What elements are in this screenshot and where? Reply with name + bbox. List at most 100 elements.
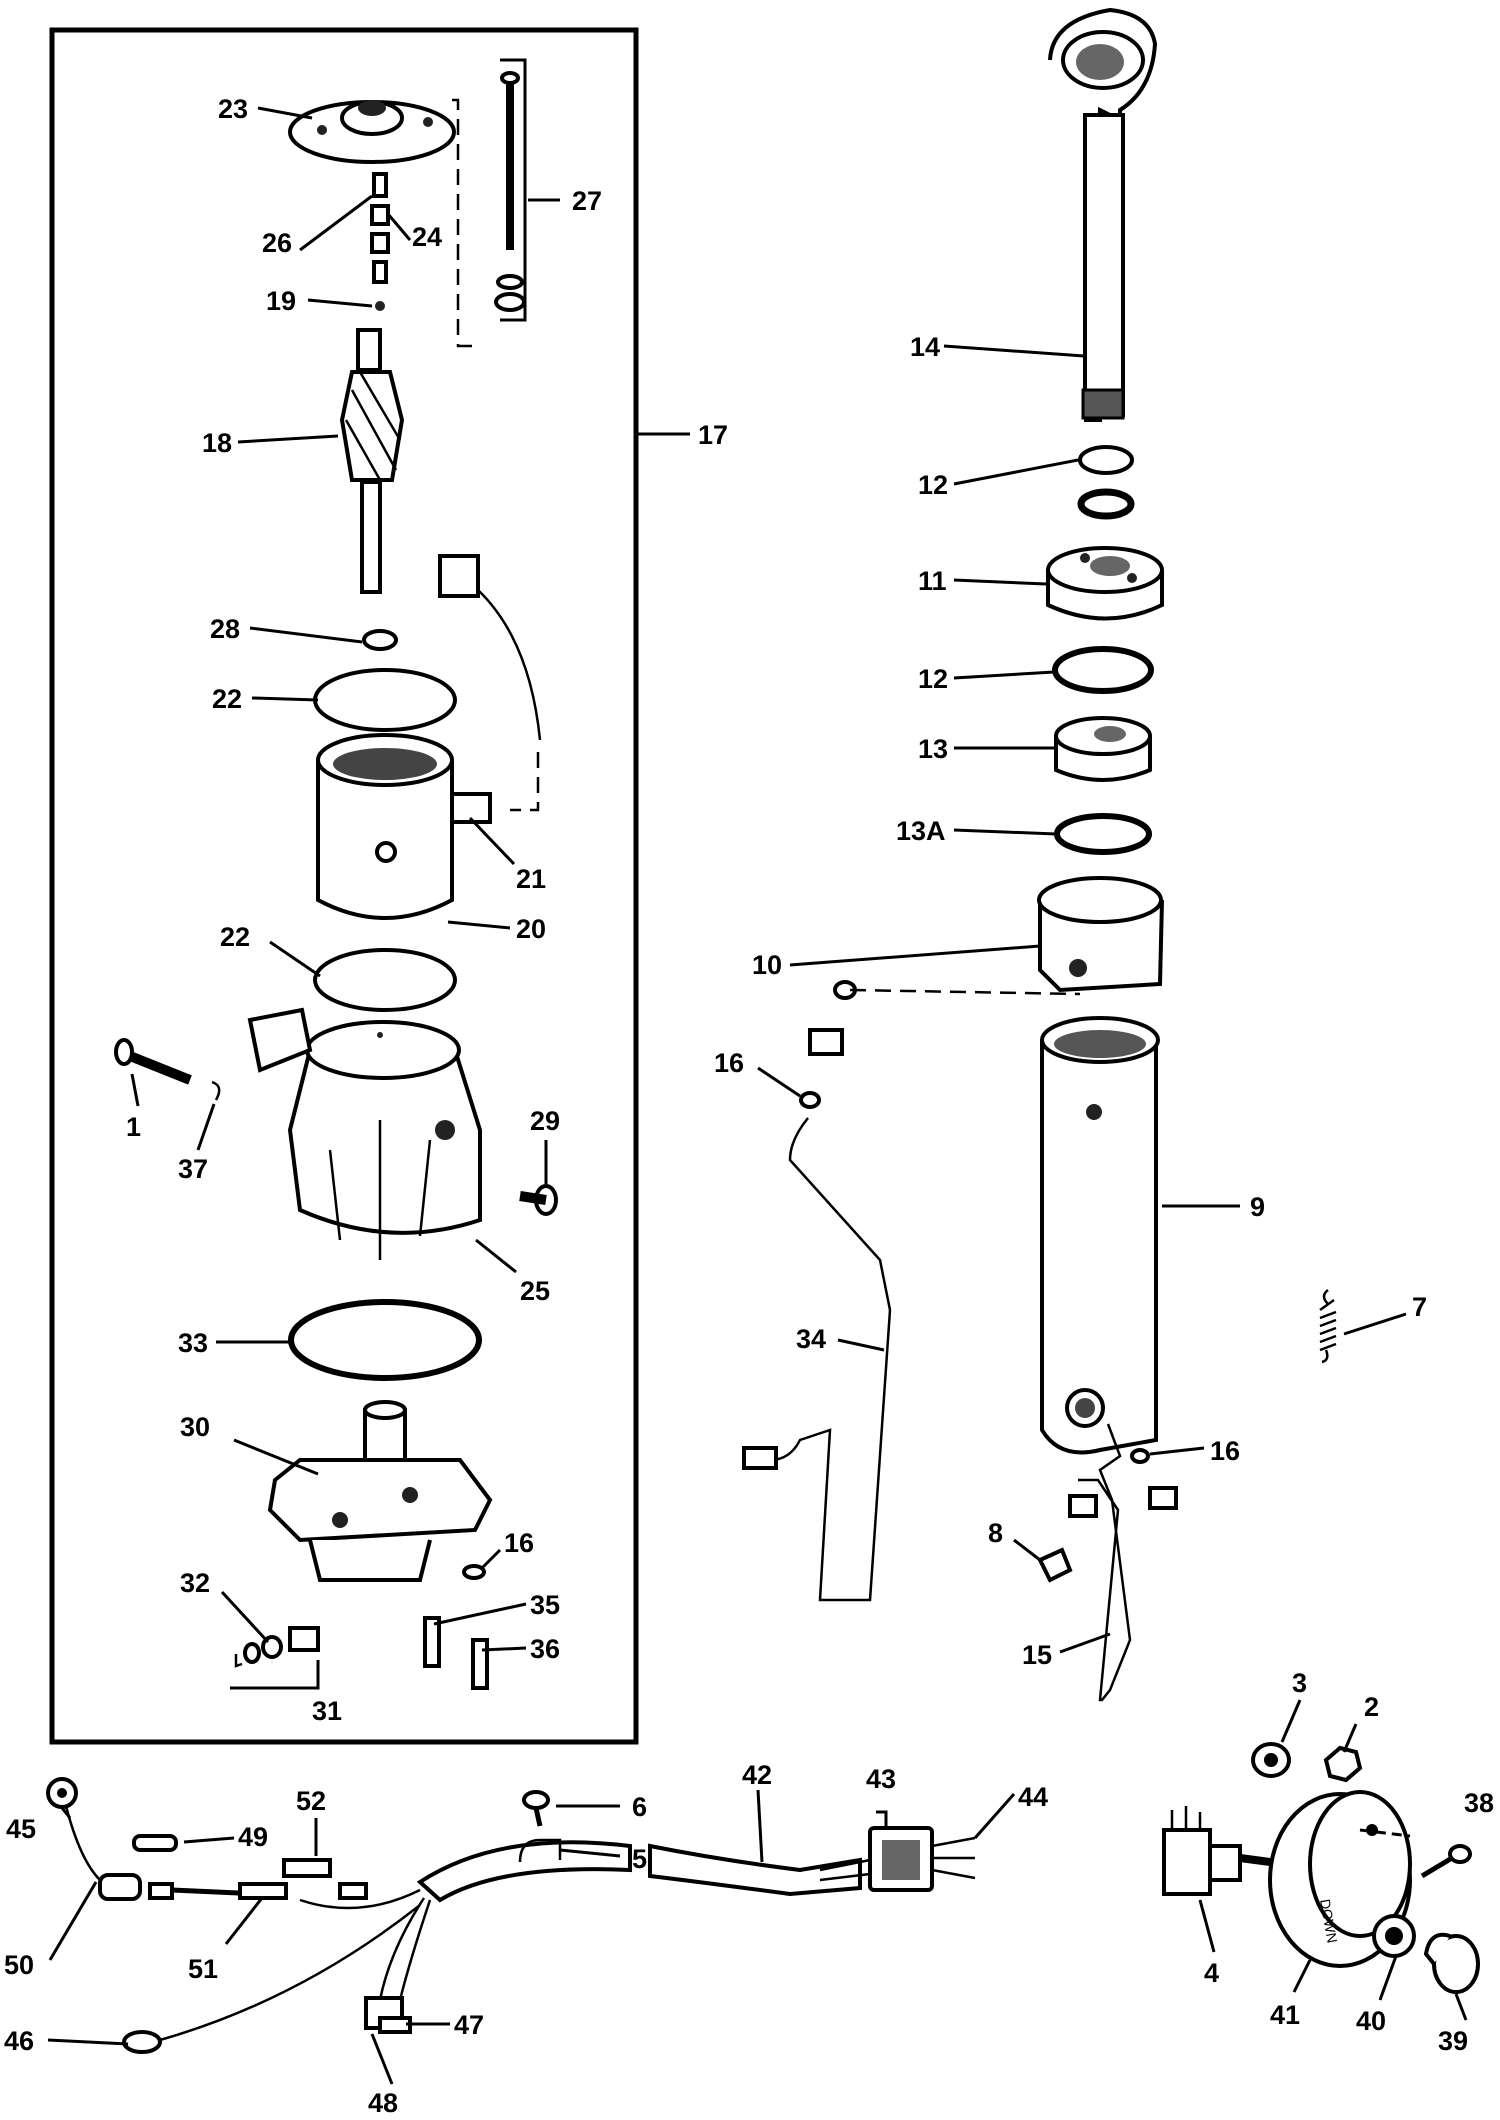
o-ring-upper-part	[313, 668, 457, 732]
screw-part	[519, 1184, 558, 1216]
callout-44: 44	[1018, 1782, 1048, 1812]
callout-39: 39	[1438, 2026, 1468, 2056]
callout-17: 17	[698, 420, 728, 450]
callout-49: 49	[238, 1822, 268, 1852]
sleeve-52-part	[282, 1858, 332, 1878]
o-ring-12-part	[1077, 488, 1135, 520]
callout-25: 25	[520, 1276, 550, 1306]
callout-15: 15	[1022, 1640, 1052, 1670]
field-housing-part	[247, 1007, 482, 1260]
fittings-10-part	[808, 980, 1081, 1056]
callout-2: 2	[1364, 1692, 1379, 1722]
washer-part	[362, 629, 398, 651]
callout-42: 42	[742, 1760, 772, 1790]
through-bolt-part	[452, 58, 527, 348]
callout-24: 24	[412, 222, 442, 252]
cable-42-part	[648, 1843, 862, 1897]
spring-part	[1319, 1289, 1337, 1364]
callout-40: 40	[1356, 2006, 1386, 2036]
switch-4-part	[1162, 1806, 1271, 1896]
callout-52: 52	[296, 1786, 326, 1816]
callout-27: 27	[572, 186, 602, 216]
callout-47: 47	[454, 2010, 484, 2040]
end-cap-part	[288, 100, 456, 164]
callout-13a: 13A	[896, 816, 946, 846]
hydraulic-line-15-part	[1078, 1423, 1132, 1702]
callout-46: 46	[4, 2026, 34, 2056]
callout-5: 5	[632, 1844, 647, 1874]
callout-4: 4	[1204, 1958, 1219, 1988]
callout-9: 9	[1250, 1192, 1265, 1222]
leader-lines	[47, 106, 1468, 2085]
callout-29: 29	[530, 1106, 560, 1136]
callout-11: 11	[918, 566, 947, 596]
o-ring-16a-part	[799, 1091, 821, 1109]
clamp-5-part	[518, 1838, 562, 1863]
plug-part	[1037, 1547, 1073, 1583]
o-ring-lower-part	[313, 948, 457, 1012]
ring-terminal-46-part	[122, 2030, 162, 2054]
valve-fitting-part	[230, 1626, 320, 1690]
callout-12b: 12	[918, 664, 948, 694]
callout-21: 21	[516, 864, 546, 894]
o-ring-12b-part	[1052, 646, 1154, 694]
callout-16a: 16	[714, 1048, 744, 1078]
piston-rod-part	[1048, 7, 1158, 422]
callout-35: 35	[530, 1590, 560, 1620]
gland-nut-part	[1046, 546, 1164, 621]
callout-23: 23	[218, 94, 248, 124]
callout-26: 26	[262, 228, 292, 258]
piston-part	[1054, 716, 1152, 782]
nut-2-part	[1323, 1745, 1363, 1783]
callout-38: 38	[1464, 1788, 1494, 1818]
callout-32: 32	[180, 1568, 210, 1598]
callout-48: 48	[368, 2088, 398, 2118]
callout-8: 8	[988, 1518, 1003, 1548]
line-fitting-34-part	[742, 1446, 778, 1470]
callout-13: 13	[918, 734, 948, 764]
callout-16b: 16	[1210, 1436, 1240, 1466]
lead-wire-part	[438, 554, 542, 812]
o-ring-13a-part	[1054, 813, 1152, 855]
callout-22a: 22	[212, 684, 242, 714]
callout-7: 7	[1412, 1292, 1427, 1322]
callout-18: 18	[202, 428, 232, 458]
callout-45: 45	[6, 1814, 36, 1844]
screw-38-part	[1420, 1844, 1472, 1879]
knob-39-part	[1423, 1932, 1480, 1994]
motor-assembly-frame	[49, 27, 639, 1745]
armature-part	[339, 328, 405, 594]
callout-6: 6	[632, 1792, 647, 1822]
screws-35-36-part	[423, 1616, 489, 1690]
cylinder-body-part	[1040, 1016, 1160, 1455]
fuse-holder-part	[98, 1873, 261, 1901]
callout-41: 41	[1270, 2000, 1300, 2030]
callout-34: 34	[796, 1324, 826, 1354]
callout-33: 33	[178, 1328, 208, 1358]
cylinder-head-part	[1037, 876, 1164, 993]
callout-30: 30	[180, 1412, 210, 1442]
callout-16c: 16	[504, 1528, 534, 1558]
callout-20: 20	[516, 914, 546, 944]
callout-43: 43	[866, 1764, 896, 1794]
line-fitting-15a-part	[1148, 1486, 1178, 1510]
screw-6-part	[522, 1790, 550, 1827]
fuse-49-part	[132, 1834, 178, 1852]
brush-set-part	[370, 172, 390, 311]
line-fitting-15b-part	[1068, 1494, 1098, 1518]
end-frame-part	[267, 1400, 493, 1582]
o-ring-16b-part	[1130, 1448, 1150, 1464]
wiring-harness-part	[416, 1840, 632, 1903]
callout-36: 36	[530, 1634, 560, 1664]
callout-12a: 12	[918, 470, 948, 500]
ground-wire-part	[46, 1777, 141, 1890]
clip-part	[211, 1080, 221, 1101]
callout-37: 37	[178, 1154, 208, 1184]
callout-1: 1	[126, 1112, 141, 1142]
hydraulic-line-34-part	[769, 1117, 892, 1602]
connector-43-part	[819, 1826, 976, 1892]
callout-14: 14	[910, 332, 940, 362]
callout-3: 3	[1292, 1668, 1307, 1698]
motor-housing-part	[316, 733, 492, 920]
